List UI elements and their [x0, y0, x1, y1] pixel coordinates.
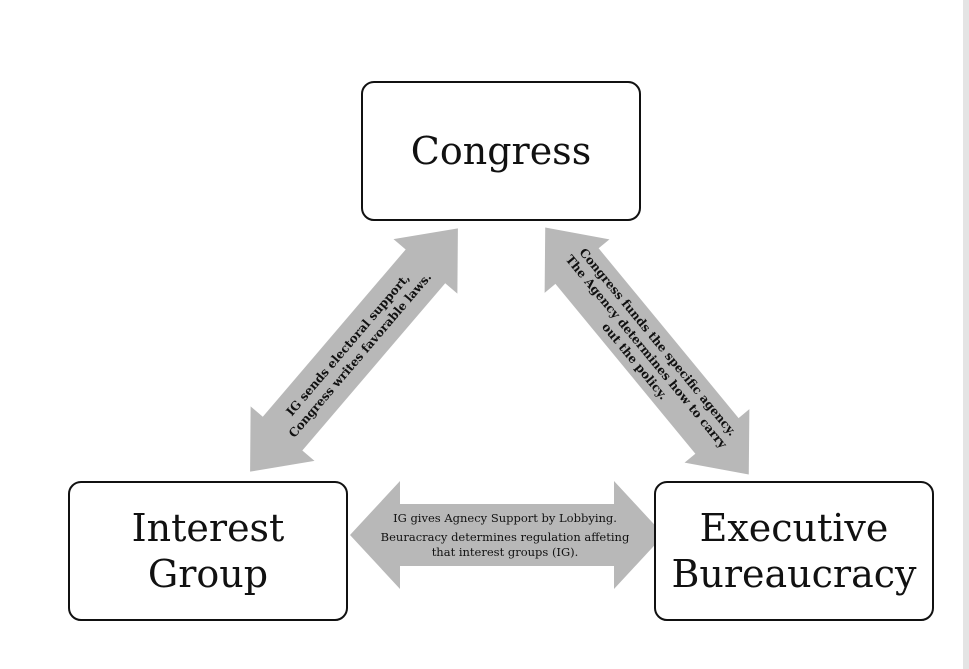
edge-label-interest-bureaucracy-line2: Beuracracy determines regulation affetin…: [381, 530, 630, 544]
node-congress: Congress: [361, 81, 641, 221]
edge-label-congress-bureaucracy-line1: Congress funds the specific agency.: [576, 246, 739, 439]
arrow-interest-congress: IG sends electoral support, Congress wri…: [250, 228, 458, 472]
double-arrow-shape: [250, 228, 458, 472]
edge-label-interest-congress-line2: Congress writes favorable laws.: [286, 270, 434, 440]
arrow-congress-bureaucracy: Congress funds the specific agency. The …: [544, 227, 750, 475]
node-label-executive-bureaucracy: Executive Bureaucracy: [671, 506, 917, 596]
node-interest-group: Interest Group: [68, 481, 348, 621]
double-arrow-shape: [350, 481, 664, 589]
edge-label-interest-bureaucracy-line1: IG gives Agnecy Support by Lobbying.: [393, 511, 617, 525]
edge-label-interest-bureaucracy-line3: that interest groups (IG).: [432, 545, 579, 559]
node-label-interest-group: Interest Group: [131, 506, 285, 596]
double-arrow-shape: [544, 227, 750, 475]
node-label-congress: Congress: [410, 129, 592, 173]
page-edge: [963, 0, 969, 669]
arrow-interest-bureaucracy: IG gives Agnecy Support by Lobbying. Beu…: [350, 481, 664, 589]
edge-label-congress-bureaucracy-line2: The Agency determines how to carry: [563, 252, 731, 451]
node-executive-bureaucracy: Executive Bureaucracy: [654, 481, 934, 621]
